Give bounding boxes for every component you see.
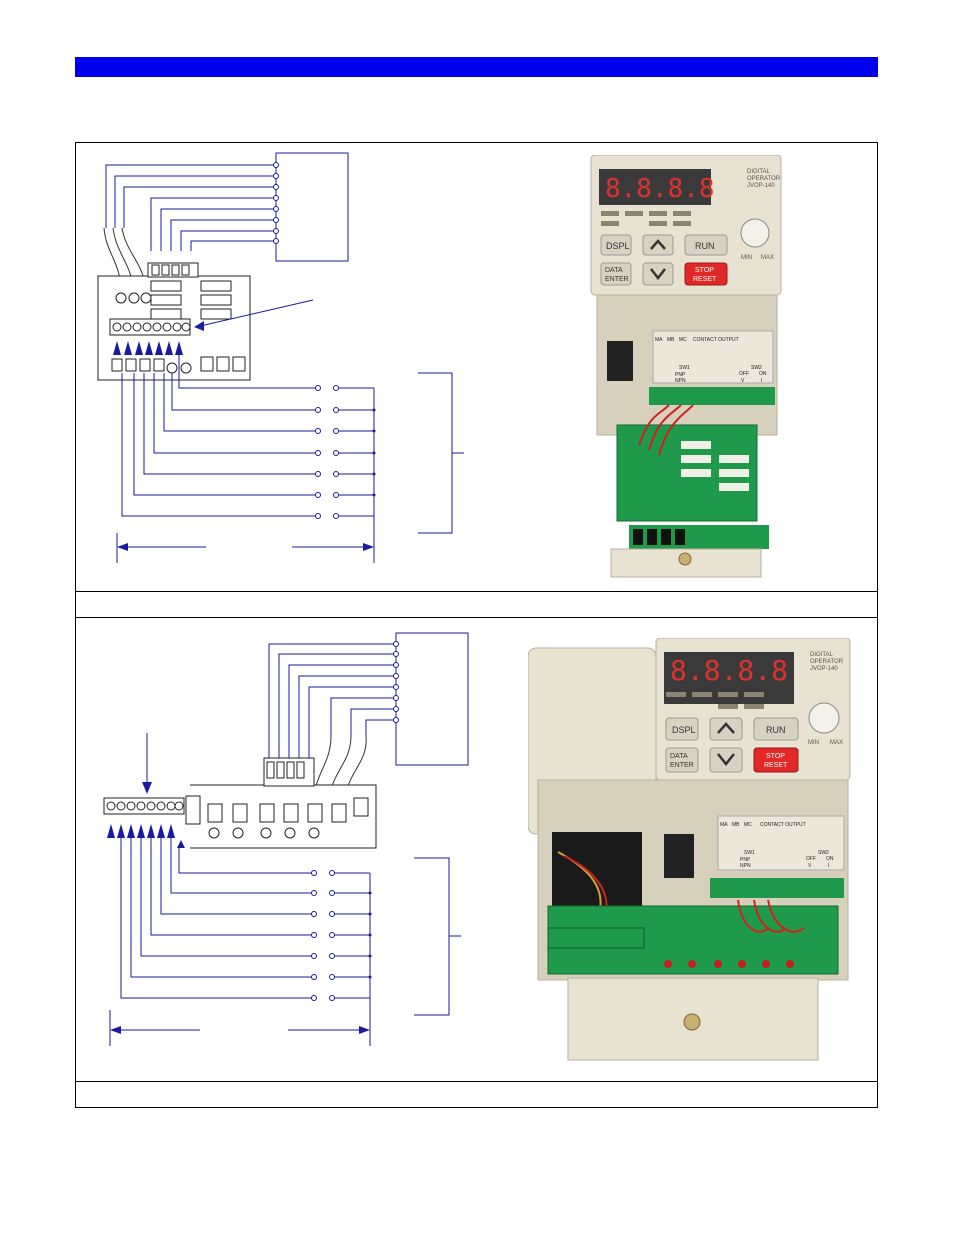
svg-text:OPERATOR: OPERATOR (810, 659, 844, 665)
caption-row-2 (76, 1081, 877, 1108)
dspl-button[interactable] (665, 717, 699, 741)
svg-text:ENTER: ENTER (605, 276, 629, 283)
knob-min-label: MIN (741, 255, 752, 261)
svg-text:V: V (808, 863, 812, 869)
svg-text:OFF: OFF (739, 371, 749, 377)
svg-text:DATA: DATA (605, 267, 623, 274)
svg-text:V: V (741, 378, 745, 384)
svg-text:DIGITAL: DIGITAL (747, 169, 771, 175)
dspl-button[interactable] (600, 234, 632, 256)
svg-text:RESET: RESET (764, 762, 788, 769)
wiring-diagram-2 (103, 632, 469, 1046)
knob-max-label: MAX (830, 740, 843, 746)
svg-text:SW1: SW1 (679, 365, 690, 371)
data-enter-button[interactable] (600, 262, 632, 286)
down-arrow-icon (650, 268, 666, 281)
knob-min-label: MIN (808, 740, 819, 746)
svg-text:MA: MA (720, 822, 728, 828)
svg-text:STOP: STOP (766, 753, 785, 760)
svg-text:DSPL: DSPL (606, 241, 630, 251)
header-bar (75, 57, 878, 77)
drive-photo-1: 8.8.8.8 DIGITAL OPERATOR JVOP-140 MIN MA… (590, 155, 782, 578)
down-arrow-icon (717, 753, 735, 767)
svg-text:NPN: NPN (740, 863, 751, 869)
down-button[interactable] (642, 262, 674, 286)
svg-text:DATA: DATA (670, 753, 688, 760)
display-readout: 8.8.8.8 (605, 174, 715, 204)
svg-text:RESET: RESET (693, 276, 717, 283)
up-button[interactable] (709, 717, 743, 741)
svg-text:CONTACT OUTPUT: CONTACT OUTPUT (693, 337, 739, 343)
svg-text:RUN: RUN (695, 241, 715, 251)
stop-reset-button[interactable] (684, 262, 728, 286)
svg-text:PNP: PNP (740, 857, 751, 863)
svg-text:MB: MB (732, 822, 740, 828)
stop-reset-button[interactable] (753, 747, 799, 773)
run-button[interactable] (684, 234, 728, 256)
svg-text:SW2: SW2 (818, 850, 829, 856)
up-button[interactable] (642, 234, 674, 256)
svg-text:MB: MB (667, 337, 675, 343)
controller-box (395, 632, 469, 766)
up-arrow-icon (717, 722, 735, 734)
svg-text:I: I (828, 863, 829, 869)
diagram-panel-2: 8.8.8.8 DIGITAL OPERATOR JVOP-140 MIN MA… (75, 617, 878, 1108)
svg-text:OFF: OFF (806, 856, 816, 862)
svg-text:MA: MA (655, 337, 663, 343)
svg-text:JVOP-140: JVOP-140 (747, 183, 775, 189)
diagram-panel-1: 8.8.8.8 DIGITAL OPERATOR JVOP-140 MIN MA… (75, 142, 878, 618)
svg-text:DIGITAL: DIGITAL (810, 652, 834, 658)
option-board-2 (185, 757, 377, 849)
svg-text:RUN: RUN (766, 725, 786, 735)
wiring-diagram-1 (97, 152, 464, 563)
svg-text:SW1: SW1 (744, 850, 755, 856)
knob-max-label: MAX (761, 255, 774, 261)
svg-text:STOP: STOP (695, 267, 714, 274)
svg-text:JVOP-140: JVOP-140 (810, 666, 838, 672)
data-enter-button[interactable] (665, 747, 699, 773)
svg-text:ON: ON (826, 856, 834, 862)
svg-text:MC: MC (744, 822, 752, 828)
down-button[interactable] (709, 747, 743, 773)
svg-text:ENTER: ENTER (670, 762, 694, 769)
svg-text:NPN: NPN (675, 378, 686, 384)
display-readout: 8.8.8.8 (670, 654, 788, 687)
drive-photo-2: 8.8.8.8 DIGITAL OPERATOR JVOP-140 MIN MA… (528, 638, 851, 1061)
caption-row-1 (76, 591, 877, 618)
svg-text:OPERATOR: OPERATOR (747, 176, 781, 182)
svg-text:SW2: SW2 (751, 365, 762, 371)
svg-text:DSPL: DSPL (672, 725, 696, 735)
svg-text:ON: ON (759, 371, 767, 377)
up-arrow-icon (650, 239, 666, 250)
run-button[interactable] (753, 717, 799, 741)
svg-text:PNP: PNP (675, 372, 686, 378)
svg-text:I: I (761, 378, 762, 384)
controller-box (275, 152, 349, 262)
svg-text:CONTACT OUTPUT: CONTACT OUTPUT (760, 822, 806, 828)
svg-text:MC: MC (679, 337, 687, 343)
option-board-1 (97, 262, 251, 381)
